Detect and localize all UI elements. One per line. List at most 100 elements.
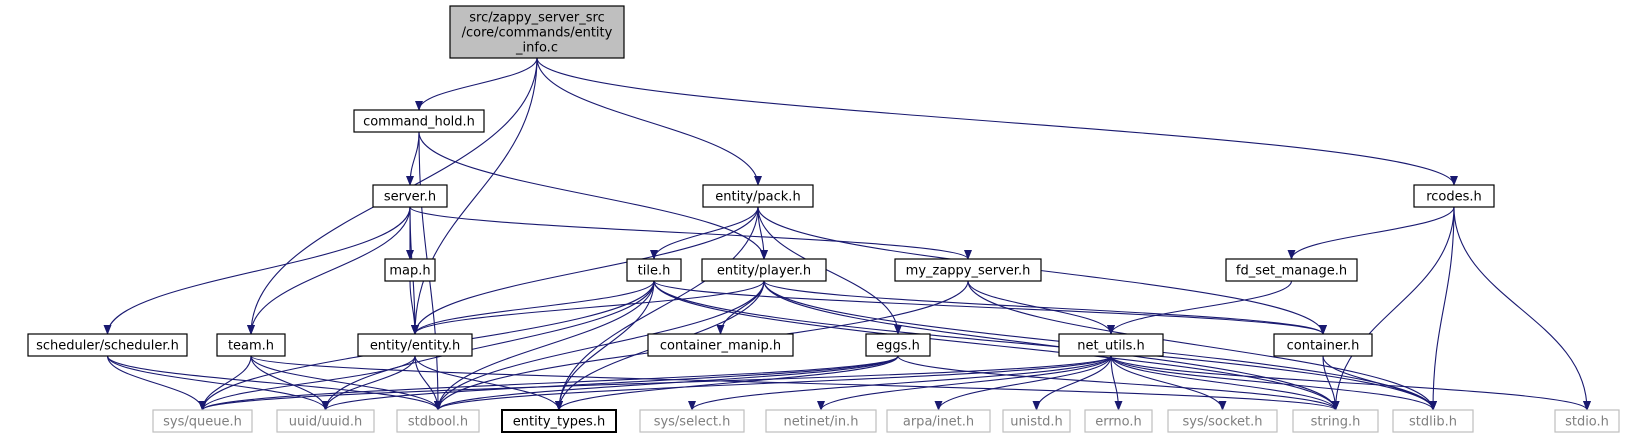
node-entity-types[interactable]: entity_types.h bbox=[501, 409, 617, 433]
node-arpa-inet: arpa/inet.h bbox=[886, 409, 991, 433]
node-box bbox=[27, 333, 188, 357]
node-label: command_hold.h bbox=[363, 115, 475, 130]
node-box bbox=[152, 409, 253, 433]
edge-entity_player-to-container_manip bbox=[716, 280, 765, 335]
node-label: sys/select.h bbox=[654, 415, 731, 430]
node-tile[interactable]: tile.h bbox=[626, 258, 682, 282]
node-box bbox=[372, 184, 448, 208]
node-map[interactable]: map.h bbox=[384, 258, 436, 282]
node-net-utils[interactable]: net_utils.h bbox=[1058, 333, 1164, 357]
edge-tile-to-stdlib bbox=[653, 280, 1437, 411]
node-container-manip[interactable]: container_manip.h bbox=[647, 333, 794, 357]
edge-net_utils-to-sys_queue bbox=[198, 355, 1112, 411]
node-box bbox=[449, 5, 625, 59]
edge-eggs-to-uuid bbox=[321, 355, 899, 411]
edge-net_utils-to-arpa_inet bbox=[934, 355, 1112, 411]
edge-team-to-stdbool bbox=[250, 355, 442, 411]
node-team[interactable]: team.h bbox=[216, 333, 286, 357]
node-server[interactable]: server.h bbox=[372, 184, 448, 208]
node-eggs[interactable]: eggs.h bbox=[865, 333, 931, 357]
node-box bbox=[1225, 258, 1358, 282]
node-netinet-in: netinet/in.h bbox=[765, 409, 877, 433]
node-string: string.h bbox=[1292, 409, 1379, 433]
node-label: unistd.h bbox=[1010, 415, 1063, 430]
edge-rcodes-to-stdlib bbox=[1429, 206, 1455, 411]
node-sys-socket: sys/socket.h bbox=[1167, 409, 1278, 433]
node-label: scheduler/scheduler.h bbox=[36, 339, 179, 354]
node-entity-player[interactable]: entity/player.h bbox=[701, 258, 827, 282]
node-fd-set-manage[interactable]: fd_set_manage.h bbox=[1225, 258, 1358, 282]
node-label: rcodes.h bbox=[1426, 190, 1482, 205]
node-box bbox=[1002, 409, 1071, 433]
node-box bbox=[1413, 184, 1495, 208]
edge-rcodes-to-fd_set_manage bbox=[1287, 206, 1455, 260]
edge-fd_set_manage-to-net_utils bbox=[1107, 280, 1293, 335]
node-label: container_manip.h bbox=[660, 339, 781, 354]
edge-entity_entity-to-uuid bbox=[321, 355, 416, 411]
node-box bbox=[894, 258, 1042, 282]
node-unistd: unistd.h bbox=[1002, 409, 1071, 433]
node-label: team.h bbox=[228, 339, 274, 354]
edge-net_utils-to-stdio bbox=[1110, 355, 1591, 411]
edge-layer bbox=[103, 57, 1591, 411]
node-box bbox=[216, 333, 286, 357]
edge-rcodes-to-string bbox=[1331, 206, 1455, 411]
edge-tile-to-uuid bbox=[321, 280, 655, 411]
edge-tile-to-container bbox=[653, 280, 1327, 335]
node-label: src/zappy_server_src bbox=[469, 11, 604, 26]
edge-tile-to-entity_entity bbox=[411, 280, 655, 335]
node-label: netinet/in.h bbox=[784, 415, 859, 430]
edge-eggs-to-sys_queue bbox=[198, 355, 899, 411]
node-box bbox=[1167, 409, 1278, 433]
node-box bbox=[396, 409, 480, 433]
edge-my_zappy_server-to-stdlib bbox=[967, 280, 1437, 411]
edge-server-to-scheduler bbox=[103, 206, 411, 335]
edge-scheduler-to-stdbool bbox=[106, 355, 442, 411]
node-sys-select: sys/select.h bbox=[639, 409, 745, 433]
node-label: my_zappy_server.h bbox=[906, 264, 1031, 279]
edge-root-to-rcodes bbox=[536, 57, 1458, 186]
node-command-hold[interactable]: command_hold.h bbox=[353, 109, 485, 133]
edge-command_hold-to-server bbox=[406, 131, 420, 186]
node-uuid: uuid/uuid.h bbox=[276, 409, 375, 433]
edge-net_utils-to-stdbool bbox=[434, 355, 1112, 411]
edge-net_utils-to-stdlib bbox=[1110, 355, 1437, 411]
node-label: /core/commands/entity bbox=[462, 26, 613, 41]
node-root[interactable]: src/zappy_server_src/core/commands/entit… bbox=[449, 5, 625, 59]
edge-container-to-stdlib bbox=[1322, 355, 1437, 411]
node-label: entity/pack.h bbox=[715, 190, 800, 205]
node-box bbox=[639, 409, 745, 433]
node-label: eggs.h bbox=[876, 339, 920, 354]
edge-my_zappy_server-to-net_utils bbox=[967, 280, 1115, 335]
node-box bbox=[1292, 409, 1379, 433]
node-entity-entity[interactable]: entity/entity.h bbox=[357, 333, 473, 357]
node-container[interactable]: container.h bbox=[1273, 333, 1373, 357]
edge-rcodes-to-stdio bbox=[1453, 206, 1591, 411]
node-box bbox=[647, 333, 794, 357]
node-label: server.h bbox=[384, 190, 436, 205]
node-box bbox=[886, 409, 991, 433]
node-my-zappy-server[interactable]: my_zappy_server.h bbox=[894, 258, 1042, 282]
node-box bbox=[765, 409, 877, 433]
node-label: map.h bbox=[389, 264, 430, 279]
node-label: sys/queue.h bbox=[163, 415, 242, 430]
node-stdlib: stdlib.h bbox=[1392, 409, 1474, 433]
node-box bbox=[626, 258, 682, 282]
node-label: string.h bbox=[1311, 415, 1361, 430]
edge-root-to-entity_pack bbox=[536, 57, 762, 186]
edge-net_utils-to-netinet_in bbox=[817, 355, 1112, 411]
node-errno: errno.h bbox=[1084, 409, 1153, 433]
node-label: sys/socket.h bbox=[1182, 415, 1262, 430]
node-scheduler[interactable]: scheduler/scheduler.h bbox=[27, 333, 188, 357]
edge-tile-to-string bbox=[653, 280, 1340, 411]
edge-server-to-my_zappy_server bbox=[409, 206, 972, 260]
node-label: uuid/uuid.h bbox=[289, 415, 362, 430]
node-label: errno.h bbox=[1095, 415, 1142, 430]
node-rcodes[interactable]: rcodes.h bbox=[1413, 184, 1495, 208]
node-entity-pack[interactable]: entity/pack.h bbox=[702, 184, 814, 208]
edge-entity_pack-to-entity_entity bbox=[411, 206, 759, 335]
node-label: tile.h bbox=[638, 264, 671, 279]
edge-root-to-entity_entity bbox=[411, 57, 538, 335]
edge-scheduler-to-uuid bbox=[106, 355, 330, 411]
node-box bbox=[501, 409, 617, 433]
